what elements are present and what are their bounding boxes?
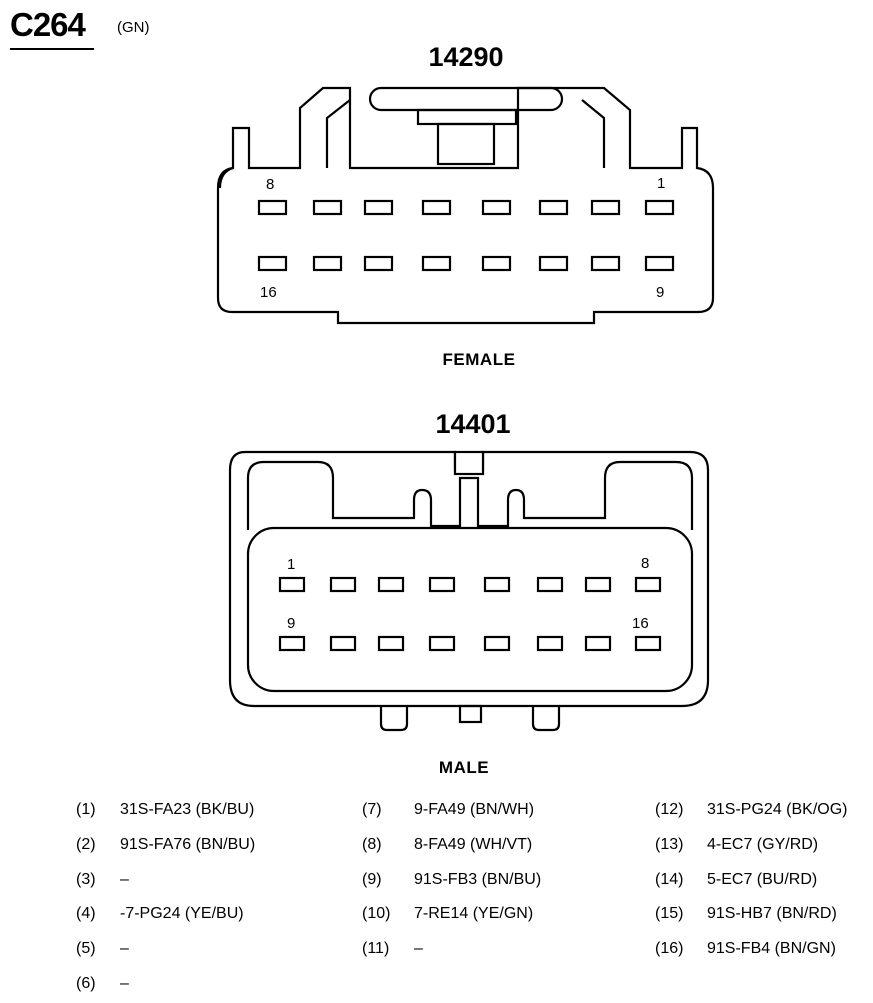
- pinout-item: (5)–: [76, 940, 129, 957]
- male-foot-left: [379, 706, 409, 732]
- pinout-item: (14)5-EC7 (BU/RD): [655, 871, 818, 888]
- male-outer-shell: [228, 450, 710, 708]
- female-pin-cavity: [538, 255, 569, 272]
- female-pin-label-top-left: 8: [266, 176, 275, 193]
- female-pin-cavity: [481, 255, 512, 272]
- female-pin-cavity: [538, 199, 569, 216]
- male-pin-label-bottom-left: 9: [287, 615, 296, 632]
- male-pin-cavity: [329, 635, 357, 652]
- female-pin-cavity: [363, 255, 394, 272]
- female-pin-cavity: [421, 255, 452, 272]
- male-pin-housing: [246, 526, 694, 693]
- female-pin-cavity: [481, 199, 512, 216]
- pinout-item: (3)–: [76, 871, 129, 888]
- pinout-item: (12)31S-PG24 (BK/OG): [655, 801, 848, 818]
- female-pin-cavity: [644, 255, 675, 272]
- female-pin-cavity: [644, 199, 675, 216]
- pinout-item: (8)8-FA49 (WH/VT): [362, 836, 533, 853]
- female-pin-cavity: [312, 199, 343, 216]
- female-pin-cavity: [421, 199, 452, 216]
- male-foot-center: [458, 704, 483, 724]
- connector-id: C264: [10, 6, 86, 43]
- female-pin-label-bottom-right: 9: [656, 284, 665, 301]
- pinout-item: (2)91S-FA76 (BN/BU): [76, 836, 256, 853]
- pinout-item: (6)–: [76, 975, 129, 992]
- male-pin-cavity: [428, 576, 456, 593]
- male-label: MALE: [438, 758, 490, 777]
- male-pin-cavity: [377, 576, 405, 593]
- pinout-item: (9)91S-FB3 (BN/BU): [362, 871, 542, 888]
- male-pin-cavity: [278, 576, 306, 593]
- pinout-item: (1)31S-FA23 (BK/BU): [76, 801, 255, 818]
- pinout-item: (7)9-FA49 (BN/WH): [362, 801, 535, 818]
- pinout-item: (11)–: [362, 940, 423, 957]
- female-pin-cavity: [363, 199, 394, 216]
- female-pin-cavity: [590, 199, 621, 216]
- female-label: FEMALE: [442, 350, 516, 369]
- male-pin-cavity: [483, 576, 511, 593]
- female-right-wall: [581, 99, 606, 168]
- female-left-bulge: [218, 166, 234, 189]
- male-lock-tab: [453, 450, 485, 476]
- pinout-item: (13)4-EC7 (GY/RD): [655, 836, 819, 853]
- male-pin-cavity: [428, 635, 456, 652]
- pinout-item: (15)91S-HB7 (BN/RD): [655, 905, 837, 922]
- male-foot-right: [531, 706, 561, 732]
- pinout-item: (4)-7-PG24 (YE/BU): [76, 905, 244, 922]
- male-pin-label-bottom-right: 16: [632, 615, 649, 632]
- male-pin-cavity: [377, 635, 405, 652]
- female-latch-bar: [368, 86, 564, 112]
- male-pin-cavity: [483, 635, 511, 652]
- female-lock-stem: [436, 122, 496, 166]
- pinout-item: (10)7-RE14 (YE/GN): [362, 905, 534, 922]
- male-pin-cavity: [584, 635, 612, 652]
- male-pin-cavity: [536, 635, 564, 652]
- male-pin-label-top-right: 8: [641, 555, 650, 572]
- male-pin-cavity: [329, 576, 357, 593]
- male-pin-cavity: [584, 576, 612, 593]
- female-lock-tab: [416, 108, 518, 126]
- female-pin-label-bottom-left: 16: [260, 284, 277, 301]
- female-left-wall: [325, 99, 351, 168]
- male-part-number: 14401: [435, 409, 511, 439]
- female-pin-cavity: [257, 255, 288, 272]
- male-pin-cavity: [634, 576, 662, 593]
- title-underline: [10, 48, 94, 50]
- male-pin-label-top-left: 1: [287, 556, 296, 573]
- pinout-item: (16)91S-FB4 (BN/GN): [655, 940, 836, 957]
- male-pin-cavity: [278, 635, 306, 652]
- male-inner-top: [246, 460, 694, 530]
- female-pin-cavity: [312, 255, 343, 272]
- male-pin-cavity: [634, 635, 662, 652]
- female-pin-cavity: [257, 199, 288, 216]
- female-pin-label-top-right: 1: [657, 175, 666, 192]
- female-part-number: 14290: [428, 42, 504, 72]
- male-pin-cavity: [536, 576, 564, 593]
- female-body-outline: [216, 86, 715, 325]
- female-pin-cavity: [590, 255, 621, 272]
- connector-color-code: (GN): [117, 19, 150, 36]
